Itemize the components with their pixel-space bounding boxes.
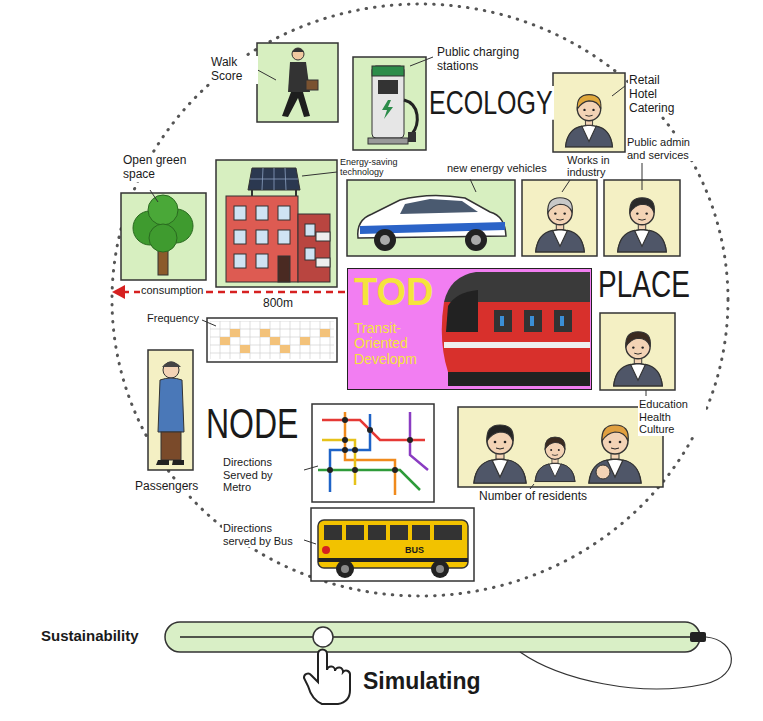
ecology-heading: ECOLOGY <box>428 86 554 120</box>
vehicles-label: new energy vehicles <box>446 162 548 175</box>
bus-label: Directions served by Bus <box>222 522 304 547</box>
residents-label: Number of residents <box>478 490 588 504</box>
tod-box: TOD Transit-Oriented Developm <box>347 268 592 390</box>
admin-label: Public admin and services <box>626 136 700 161</box>
bus-sign: BUS <box>404 545 425 555</box>
tod-subtitle: Transit-Oriented Developm <box>354 321 434 367</box>
passengers-label: Passengers <box>134 480 199 494</box>
energy-saving-label: Energy-saving technology <box>339 157 411 178</box>
place-heading: PLACE <box>597 266 691 304</box>
green-space-label: Open green space <box>122 154 208 182</box>
industry-label: Works in industry <box>566 154 626 178</box>
sustainability-label: Sustainability <box>40 627 140 644</box>
dotted-circle <box>112 4 728 596</box>
metro-label: Directions Served by Metro <box>222 456 304 494</box>
walk-score-label: Walk Score <box>210 56 258 84</box>
tod-heading: TOD <box>354 272 438 314</box>
distance-label: 800m <box>262 297 294 311</box>
node-heading: NODE <box>205 402 299 445</box>
retail-label: Retail Hotel Catering <box>628 74 692 115</box>
charging-label: Public charging stations <box>436 46 550 74</box>
education-label: Education Health Culture <box>638 398 706 436</box>
simulating-label: Simulating <box>362 668 482 694</box>
frequency-label: Frequency <box>146 312 200 325</box>
consumption-label: consumption <box>140 284 204 297</box>
